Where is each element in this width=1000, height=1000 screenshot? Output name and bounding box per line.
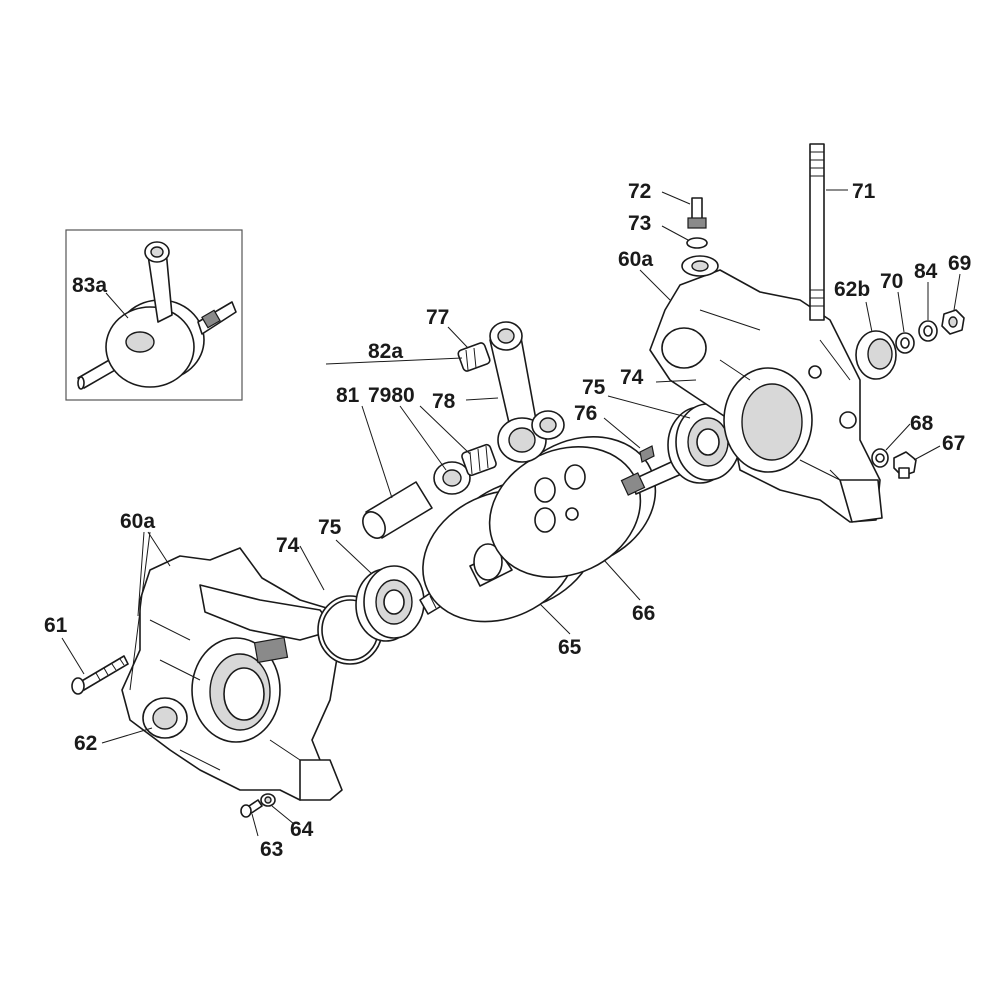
label-76: 76 (574, 402, 597, 425)
label-64: 64 (290, 818, 314, 841)
right-crankcase-half (649, 255, 883, 523)
oil-seal-62b (855, 330, 897, 380)
leader-76 (603, 417, 641, 449)
label-7980: 7980 (368, 384, 415, 407)
label-61: 61 (44, 614, 68, 637)
leader-78 (465, 397, 499, 401)
leader-80 (419, 405, 471, 455)
label-77: 77 (426, 306, 449, 329)
leader-60a-right (639, 269, 671, 301)
leader-67 (913, 445, 941, 461)
fitting-72 (687, 197, 707, 229)
label-72: 72 (628, 180, 651, 203)
label-73: 73 (628, 212, 651, 235)
leader-75-left (335, 539, 373, 575)
label-65: 65 (558, 636, 582, 659)
leader-77 (447, 326, 469, 349)
stud-71 (809, 143, 825, 321)
thrust-washer-79 (433, 461, 471, 495)
screw-63 (240, 799, 263, 818)
label-81: 81 (336, 384, 360, 407)
label-67: 67 (942, 432, 965, 455)
key-76 (639, 445, 655, 463)
label-62b: 62b (834, 278, 870, 301)
leader-70 (897, 291, 905, 333)
washer-68 (871, 448, 889, 468)
label-60a-right: 60a (618, 248, 653, 271)
leader-lines (61, 189, 961, 837)
label-68: 68 (910, 412, 934, 435)
thrust-washer-right (531, 410, 565, 440)
leader-75-right (607, 395, 691, 419)
left-crankcase-half (121, 547, 343, 801)
leader-72 (661, 191, 691, 205)
bolt-61 (71, 655, 129, 695)
piston-pin-81 (362, 481, 433, 539)
inset-crankshaft-drawing (77, 241, 237, 390)
nut-69 (941, 309, 965, 335)
label-74-left: 74 (276, 534, 300, 557)
label-75-left: 75 (318, 516, 342, 539)
leader-61 (61, 637, 85, 675)
leader-62 (101, 727, 153, 744)
small-end-bearing-77 (457, 342, 491, 372)
label-84: 84 (914, 260, 938, 283)
label-60a-left: 60a (120, 510, 155, 533)
label-82a: 82a (368, 340, 403, 363)
crankshaft-half-66 (488, 436, 687, 578)
label-83a: 83a (72, 274, 107, 297)
label-62: 62 (74, 732, 97, 755)
needle-bearing-80 (461, 443, 497, 477)
washer-64 (260, 793, 276, 807)
label-69: 69 (948, 252, 971, 275)
leader-65 (539, 603, 571, 635)
leader-74-left (299, 545, 325, 591)
washer-70 (895, 332, 915, 354)
label-74-right: 74 (620, 366, 644, 389)
leader-83a (105, 292, 129, 319)
inset-crankshaft-assembly (65, 229, 243, 401)
leader-68 (885, 423, 911, 451)
leader-63 (251, 813, 259, 837)
bearing-75-left (355, 565, 425, 642)
label-66: 66 (632, 602, 655, 625)
label-75-right: 75 (582, 376, 606, 399)
leader-82a (325, 357, 463, 365)
connecting-rod-78 (489, 321, 547, 463)
leader-74-right (655, 379, 697, 383)
leader-64 (271, 805, 295, 825)
part-labels: 83a 82a 77 78 81 7980 60a 74 75 61 62 63… (44, 180, 971, 861)
label-63: 63 (260, 838, 283, 861)
leader-79 (399, 405, 447, 471)
drain-plug-67 (893, 451, 917, 479)
leader-66 (603, 559, 641, 601)
leader-81 (361, 405, 393, 499)
leader-60a-left (129, 531, 171, 691)
leader-62b (865, 301, 873, 333)
o-ring-73 (686, 237, 708, 249)
leader-73 (661, 225, 689, 241)
washer-84 (918, 320, 938, 342)
label-70: 70 (880, 270, 903, 293)
leader-69 (953, 273, 961, 311)
label-78: 78 (432, 390, 456, 413)
label-71: 71 (852, 180, 876, 203)
